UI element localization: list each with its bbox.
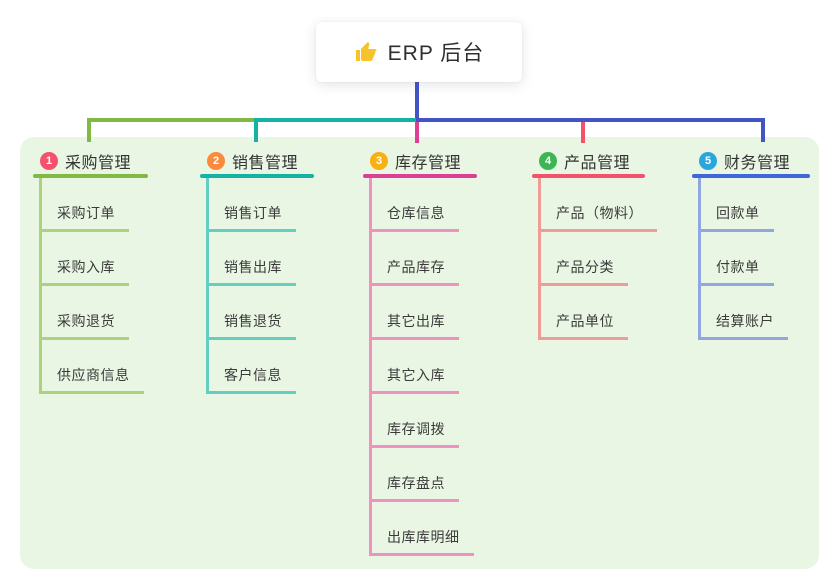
drop-line-sales bbox=[254, 118, 258, 142]
child-label: 产品库存 bbox=[369, 257, 459, 286]
branch-product: 4 产品管理 产品（物料） 产品分类产品单位 bbox=[532, 148, 657, 340]
child-node[interactable]: 产品分类 bbox=[538, 232, 657, 286]
child-node[interactable]: 销售出库 bbox=[206, 232, 314, 286]
drop-line-purchase bbox=[87, 118, 91, 142]
children-connector-line bbox=[206, 178, 209, 394]
branch-inventory: 3 库存管理 仓库信息产品库存其它出库其它入库库存调拨库存盘点出库库明细 bbox=[363, 148, 477, 556]
branch-label: 财务管理 bbox=[724, 155, 791, 172]
branch-label: 库存管理 bbox=[395, 155, 462, 172]
child-node[interactable]: 销售订单 bbox=[206, 178, 314, 232]
child-node[interactable]: 产品（物料） bbox=[538, 178, 657, 232]
children-connector-line bbox=[538, 178, 541, 340]
branch-index-badge: 1 bbox=[40, 152, 58, 170]
branch-underline bbox=[363, 174, 477, 178]
child-node[interactable]: 采购入库 bbox=[39, 232, 148, 286]
thumbs-up-icon bbox=[354, 40, 378, 64]
branch-node[interactable]: 5 财务管理 bbox=[692, 148, 810, 174]
child-label: 采购退货 bbox=[39, 311, 129, 340]
child-label: 产品（物料） bbox=[538, 203, 657, 232]
child-label: 结算账户 bbox=[698, 311, 788, 340]
branch-index-badge: 3 bbox=[370, 152, 388, 170]
branch-underline bbox=[532, 174, 645, 178]
branch-node[interactable]: 1 采购管理 bbox=[33, 148, 148, 174]
branch-index-badge: 5 bbox=[699, 152, 717, 170]
branch-children: 采购订单采购入库采购退货供应商信息 bbox=[39, 178, 148, 394]
child-label: 仓库信息 bbox=[369, 203, 459, 232]
child-label: 其它出库 bbox=[369, 311, 459, 340]
children-connector-line bbox=[369, 178, 372, 556]
child-label: 客户信息 bbox=[206, 365, 296, 394]
child-node[interactable]: 产品单位 bbox=[538, 286, 657, 340]
child-node[interactable]: 出库库明细 bbox=[369, 502, 477, 556]
branch-sales: 2 销售管理 销售订单销售出库销售退货客户信息 bbox=[200, 148, 314, 394]
branch-children: 销售订单销售出库销售退货客户信息 bbox=[206, 178, 314, 394]
drop-line-inventory bbox=[415, 122, 419, 143]
child-label: 采购入库 bbox=[39, 257, 129, 286]
child-label: 供应商信息 bbox=[39, 365, 144, 394]
children-connector-line bbox=[39, 178, 42, 394]
child-node[interactable]: 其它出库 bbox=[369, 286, 477, 340]
branch-node[interactable]: 4 产品管理 bbox=[532, 148, 657, 174]
child-node[interactable]: 库存盘点 bbox=[369, 448, 477, 502]
branch-label: 采购管理 bbox=[65, 155, 132, 172]
child-label: 销售出库 bbox=[206, 257, 296, 286]
drop-line-product bbox=[581, 122, 585, 143]
branch-children: 产品（物料） 产品分类产品单位 bbox=[538, 178, 657, 340]
branch-children: 仓库信息产品库存其它出库其它入库库存调拨库存盘点出库库明细 bbox=[369, 178, 477, 556]
branch-underline bbox=[200, 174, 314, 178]
branch-underline bbox=[692, 174, 810, 178]
child-node[interactable]: 仓库信息 bbox=[369, 178, 477, 232]
child-node[interactable]: 库存调拨 bbox=[369, 394, 477, 448]
child-node[interactable]: 采购订单 bbox=[39, 178, 148, 232]
child-label: 付款单 bbox=[698, 257, 774, 286]
branch-index-badge: 4 bbox=[539, 152, 557, 170]
child-node[interactable]: 其它入库 bbox=[369, 340, 477, 394]
branch-purchase: 1 采购管理 采购订单采购入库采购退货供应商信息 bbox=[33, 148, 148, 394]
child-label: 产品单位 bbox=[538, 311, 628, 340]
branch-label: 产品管理 bbox=[564, 155, 631, 172]
root-connector-line bbox=[415, 82, 419, 122]
branch-label: 销售管理 bbox=[232, 155, 299, 172]
child-node[interactable]: 采购退货 bbox=[39, 286, 148, 340]
map-panel bbox=[20, 137, 819, 569]
branch-node[interactable]: 2 销售管理 bbox=[200, 148, 314, 174]
child-label: 库存调拨 bbox=[369, 419, 459, 448]
child-node[interactable]: 客户信息 bbox=[206, 340, 314, 394]
root-label: ERP 后台 bbox=[387, 42, 485, 65]
child-node[interactable]: 销售退货 bbox=[206, 286, 314, 340]
branch-underline bbox=[33, 174, 148, 178]
child-label: 采购订单 bbox=[39, 203, 129, 232]
child-label: 其它入库 bbox=[369, 365, 459, 394]
child-label: 产品分类 bbox=[538, 257, 628, 286]
branch-index-badge: 2 bbox=[207, 152, 225, 170]
bus-segment-purchase bbox=[87, 118, 254, 122]
child-node[interactable]: 付款单 bbox=[698, 232, 810, 286]
branch-children: 回款单付款单结算账户 bbox=[698, 178, 810, 340]
drop-line-finance bbox=[761, 118, 765, 142]
child-label: 库存盘点 bbox=[369, 473, 459, 502]
child-label: 销售订单 bbox=[206, 203, 296, 232]
child-label: 回款单 bbox=[698, 203, 774, 232]
child-node[interactable]: 供应商信息 bbox=[39, 340, 148, 394]
child-node[interactable]: 回款单 bbox=[698, 178, 810, 232]
branch-node[interactable]: 3 库存管理 bbox=[363, 148, 477, 174]
child-node[interactable]: 产品库存 bbox=[369, 232, 477, 286]
bus-segment-right bbox=[416, 118, 765, 122]
child-label: 销售退货 bbox=[206, 311, 296, 340]
child-node[interactable]: 结算账户 bbox=[698, 286, 810, 340]
child-label: 出库库明细 bbox=[369, 527, 474, 556]
children-connector-line bbox=[698, 178, 701, 340]
branch-finance: 5 财务管理 回款单付款单结算账户 bbox=[692, 148, 810, 340]
bus-segment-sales bbox=[254, 118, 418, 122]
root-node[interactable]: ERP 后台 bbox=[316, 22, 522, 82]
